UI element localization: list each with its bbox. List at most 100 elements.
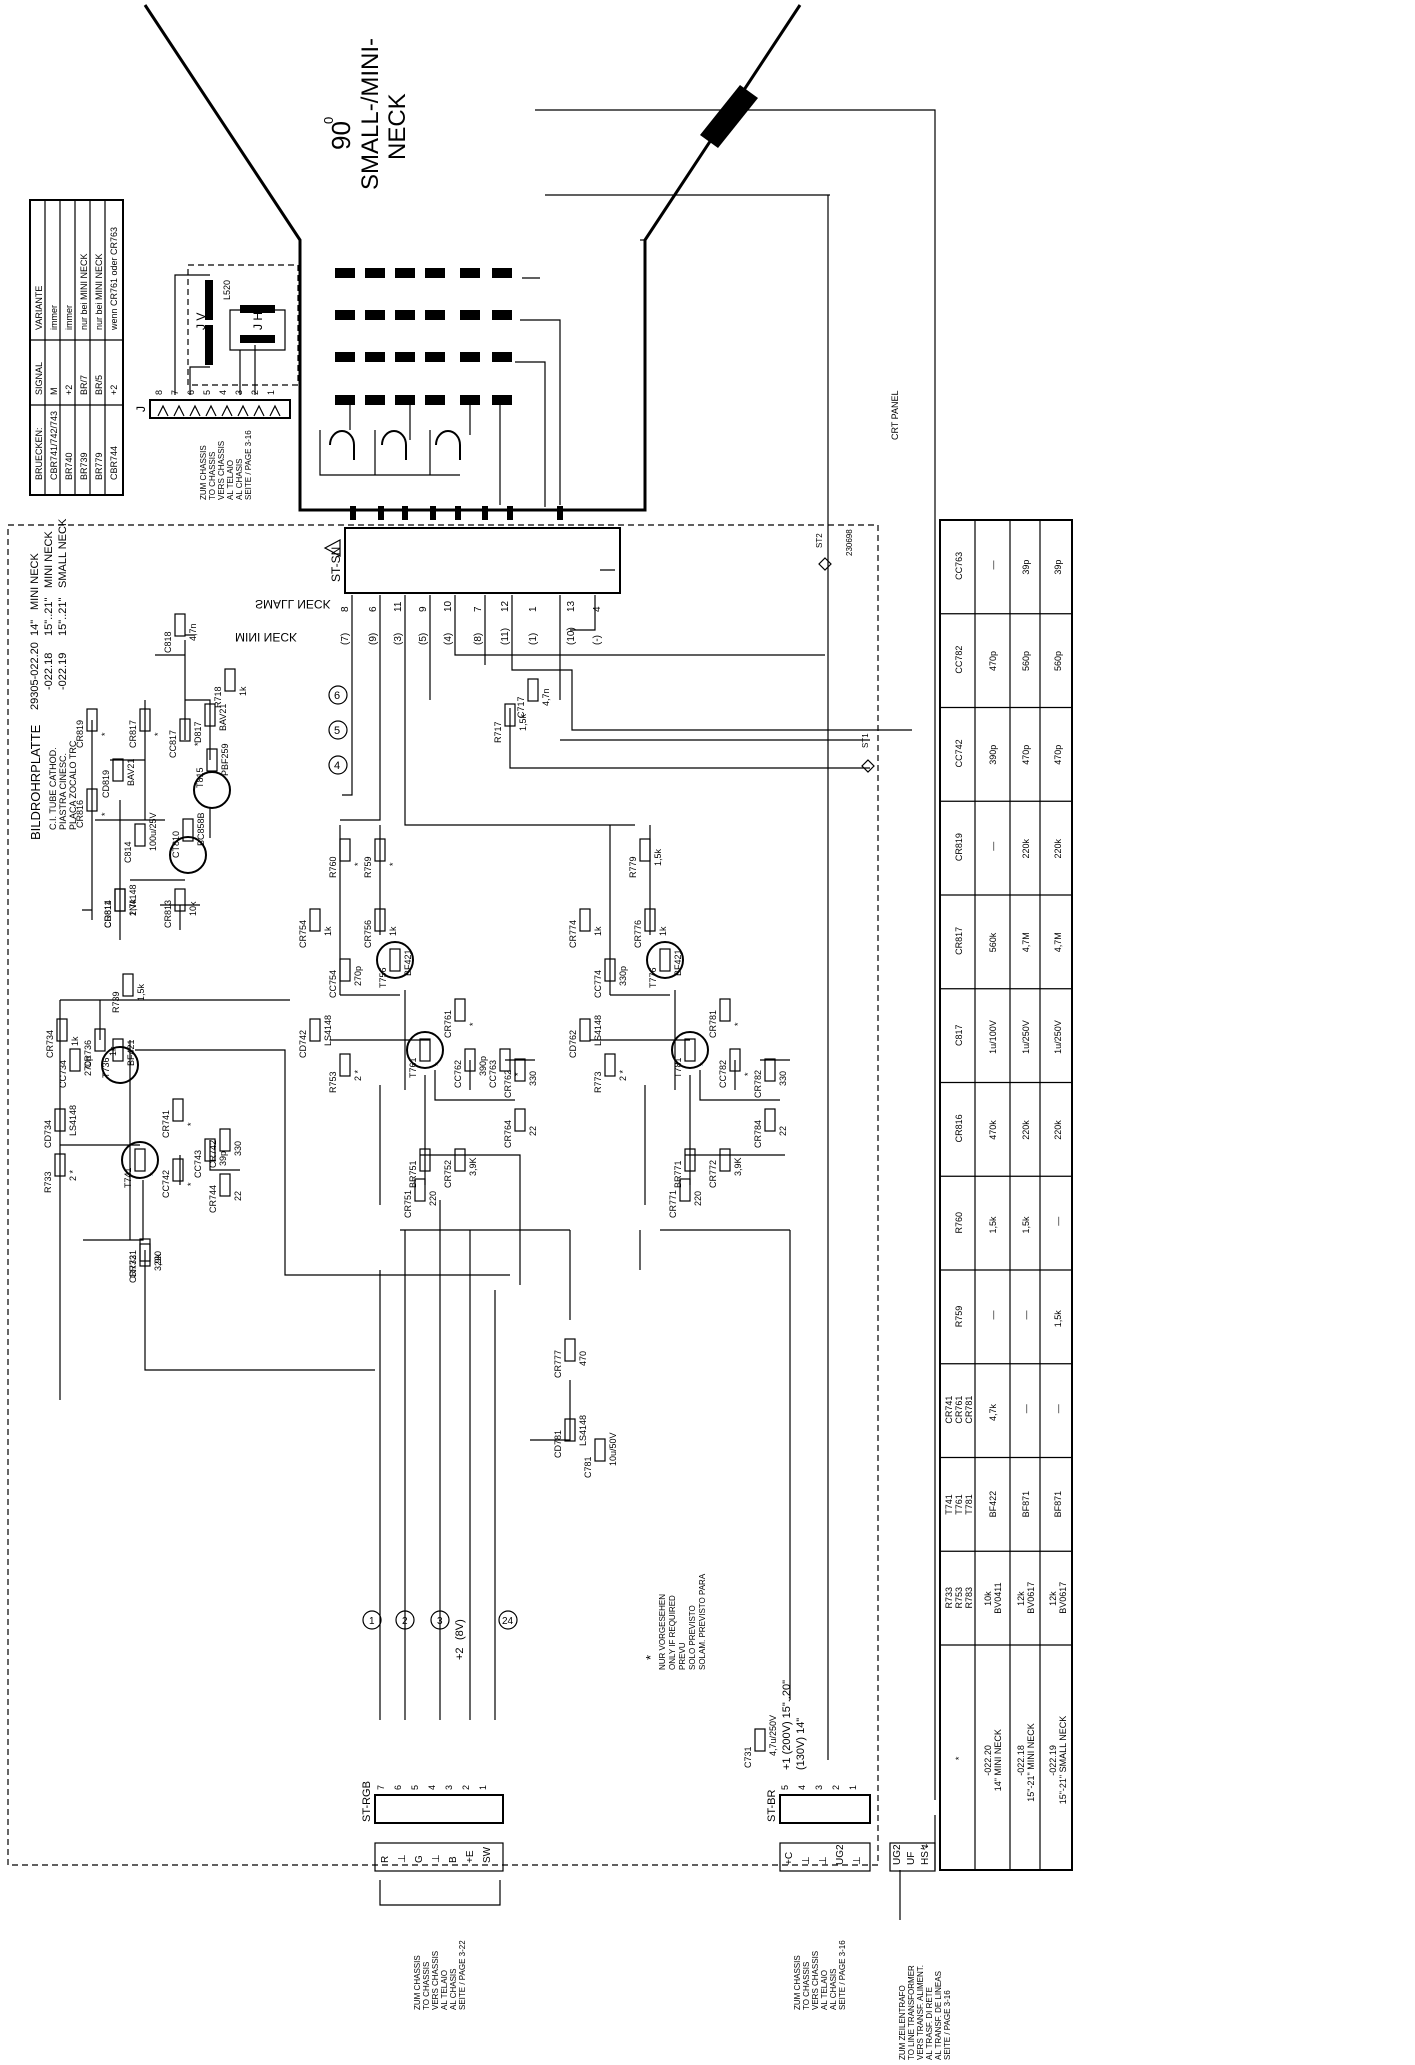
component-ref: CT810 [171,831,181,858]
component-ref: CR774 [568,920,578,948]
variant-table-header: T761 [954,1494,964,1515]
variant-table-cell: 39p [1021,560,1031,575]
component-ref: T756 [378,967,388,988]
test-points: ST1 ST2 CRT PANEL [815,390,900,773]
lt-dest-line: AL TRANSF. DE LINEAS [934,1971,943,2060]
note-mark: * [643,1655,658,1660]
component-value: 220 [153,1251,163,1266]
component-value: 10u/50V [608,1432,618,1466]
component-value: LS4148 [68,1105,78,1136]
rgb-dest-line: VERS CHASSIS [431,1951,440,2010]
socket-pin-mini: (8) [473,633,484,645]
variant-table-cell: 220k [1053,839,1063,859]
component-value: 10k [188,901,198,916]
component-value: * [698,1062,708,1066]
lt-dest-line: TO LINE TRANSFORMER [907,1965,916,2060]
component-r760: R760* [328,838,363,878]
rgb-dest-line: AL TELAIO [440,1970,449,2010]
bridge-cell: CBR741/742/743 [49,411,59,480]
component-ref: CR736 [83,1040,93,1068]
component-value: 270p [83,1056,93,1076]
component-value: LS4148 [323,1015,333,1046]
variant-table-cell: 220k [1021,839,1031,859]
bridge-cell: wenn CR761 oder CR763 [109,227,119,331]
note-line: ONLY IF REQUIRED [668,1595,677,1670]
variant-table-cell: — [1021,1310,1031,1319]
board-subtitle-3: PLACA ZOCALO TRC [68,740,78,830]
component-body [219,1128,231,1152]
variant-table-cell: 39p [1053,560,1063,575]
variant-table-cell: — [988,560,998,569]
note-line: PREVU [678,1642,687,1670]
component-ref: CD819 [101,770,111,798]
component-value: 100u/25V [148,812,158,851]
rgb-node-circle [362,1610,382,1630]
component-value: 1k [238,686,248,696]
component-t761: T761* [408,1038,443,1078]
variant-table-cell: 1,5k [1053,1310,1063,1328]
component-ref: CR817 [128,720,138,748]
component-ref: CD781 [553,1430,563,1458]
pin-contact [157,404,169,417]
component-ref: T741 [123,1167,133,1188]
component-value: * [433,1062,443,1066]
rgb-dest-line: TO CHASSIS [422,1962,431,2010]
variant-table-header: R759 [954,1306,964,1328]
component-value: 2 * [68,1169,78,1181]
component-value: 1,5k [136,983,146,1001]
component-value: 1k [388,926,398,936]
yoke-pin: 3 [234,390,244,395]
variant-table-cell: 4,7M [1021,932,1031,952]
component-value: 390p [478,1056,488,1076]
component-value: LS4148 [578,1415,588,1446]
component-value: * [148,1172,158,1176]
component-body [179,718,191,742]
socket-pin-small: 10 [443,600,454,612]
socket-pin-small: 6 [368,606,379,612]
socket-pin-small: 8 [340,606,351,612]
component-value: * [153,732,163,736]
component-body [182,818,194,842]
component-value: * [186,1122,196,1126]
component-t741: T741 * [123,1148,158,1188]
component-value: * [193,742,203,746]
component-value: * [513,1072,523,1076]
variant-table-cell: 1,5k [1021,1216,1031,1234]
component-ref: CC763 [488,1060,498,1088]
component-cc742: CC742* [161,1158,196,1198]
component-body [684,1038,696,1062]
component-body [679,1178,691,1202]
rgb-node-label: 1 [369,1616,375,1627]
component-ref: R753 [328,1071,338,1093]
yoke-dest-line: ZUM CHASSIS [199,445,208,500]
socket-pin-mini: (1) [528,633,539,645]
variant-table-cell: 470p [1053,745,1063,765]
socket-pin-small: 13 [566,600,577,612]
rgb-node-circle [430,1610,450,1630]
component-body [172,1158,184,1182]
board-title: BILDROHRPLATTE [28,724,43,840]
component-value: BF421 [673,949,683,976]
yoke-dest-line: SEITE / PAGE 3-16 [244,430,253,500]
variant-table-cell: 390p [988,745,998,765]
yoke-pin: 1 [266,390,276,395]
component-body [134,1148,146,1172]
component-body [309,1018,321,1042]
socket-pin-small: 7 [473,606,484,612]
component-ref: CR814 [103,900,113,928]
variant-table-cell: 220k [1021,1120,1031,1140]
component-cr781: CR781* [708,998,743,1038]
node-circles: 6 5 4 [328,685,348,775]
component-body [579,1018,591,1042]
component-ref: BR771 [673,1160,683,1188]
component-body [56,1018,68,1042]
component-body [719,998,731,1022]
